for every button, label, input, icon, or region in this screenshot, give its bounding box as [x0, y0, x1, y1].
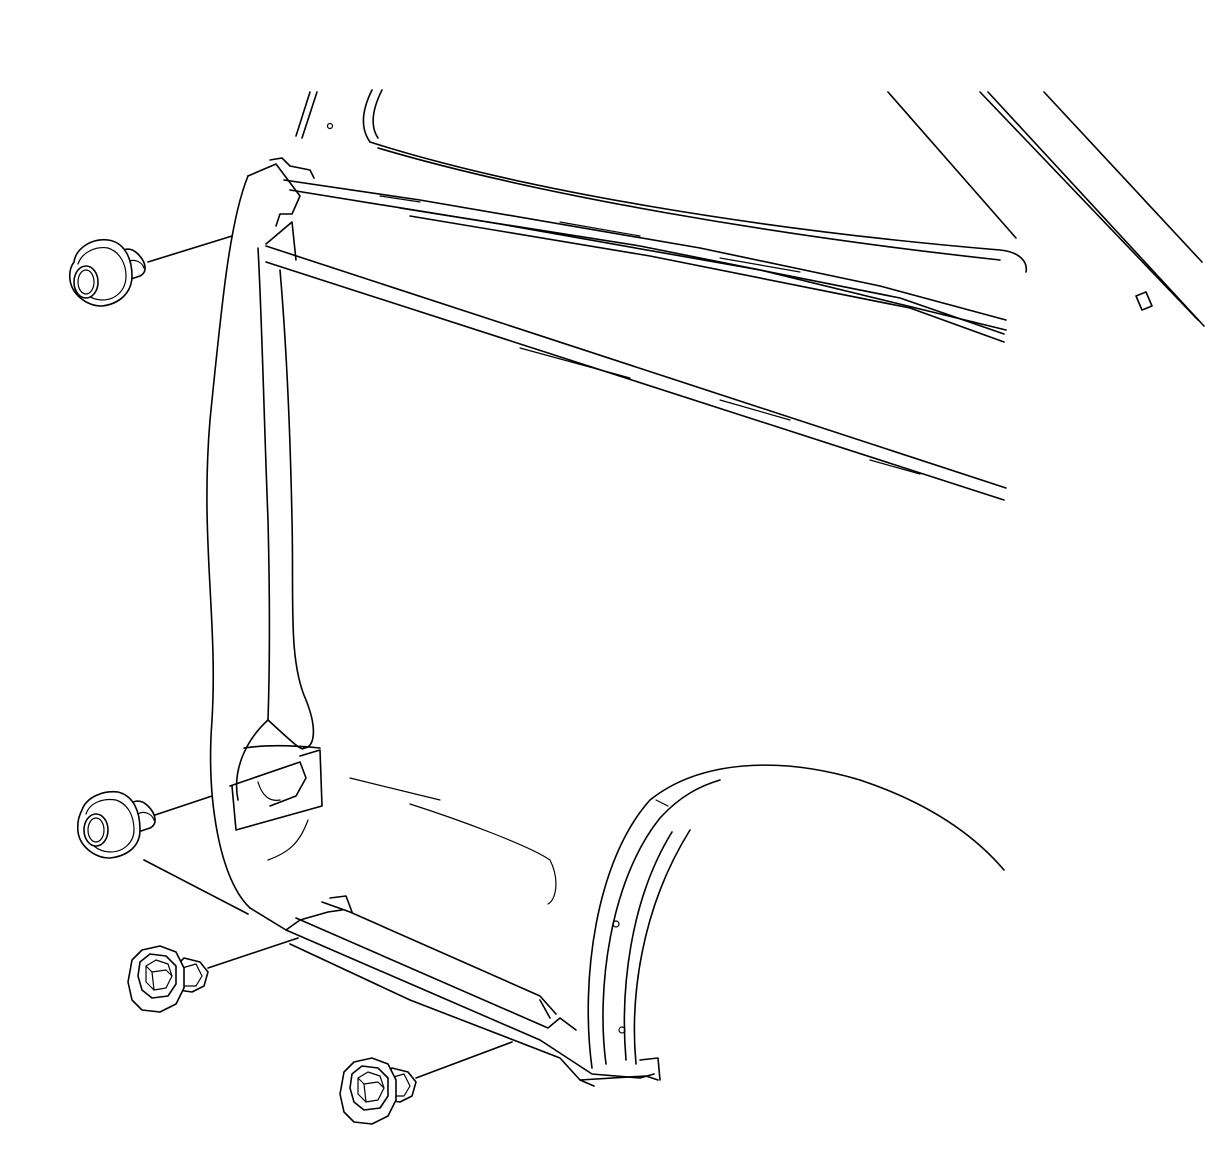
- bolt-icon: [127, 945, 209, 1013]
- leader-lines: [143, 235, 513, 1079]
- retainer-icon: [68, 238, 146, 307]
- door-pillar-trim: [206, 163, 323, 909]
- upper-window-frame: [295, 89, 1028, 273]
- bolt-icon: [339, 1057, 417, 1125]
- upper-rail: [265, 157, 1007, 501]
- rear-pillar-lines: [887, 91, 1205, 327]
- retainer-icon: [76, 790, 156, 859]
- lower-sill: [249, 777, 661, 1087]
- wheel-arch: [587, 764, 1005, 1069]
